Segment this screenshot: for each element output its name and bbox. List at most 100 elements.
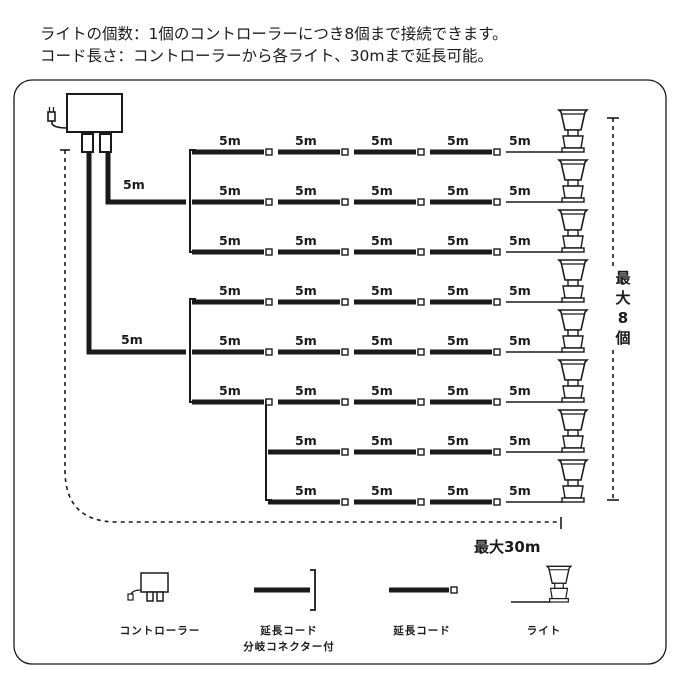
- connector-square: [493, 448, 501, 456]
- legend-branch-cord-label-1: 延長コード: [259, 624, 318, 637]
- cord-row-5: 5m 5m 5m 5m 5m: [192, 333, 563, 356]
- power-plug-icon: [47, 107, 68, 129]
- connector-square: [417, 498, 425, 506]
- connector-square: [341, 198, 349, 206]
- garden-light-icon: [557, 309, 589, 353]
- legend-extension-cord-icon: [389, 586, 458, 594]
- connector-square: [417, 448, 425, 456]
- segment-label: 5m: [447, 233, 469, 248]
- garden-light-icon: [557, 159, 589, 203]
- legend-light-label: ライト: [527, 625, 562, 637]
- segment-label: 5m: [447, 433, 469, 448]
- legend-controller-icon: [127, 572, 169, 602]
- segment-label: 5m: [509, 433, 531, 448]
- garden-light-icon: [557, 359, 589, 403]
- segment-label: 5m: [509, 333, 531, 348]
- lights-column: [557, 109, 589, 503]
- segment-label: 5m: [371, 483, 393, 498]
- max-count-char-2: 大: [615, 289, 630, 307]
- connector-square: [493, 298, 501, 306]
- max-length-guide: [64, 150, 561, 523]
- segment-label: 5m: [295, 233, 317, 248]
- legend-light-shape: [545, 565, 573, 603]
- connector-square: [265, 198, 273, 206]
- garden-light-icon: [557, 459, 589, 503]
- segment-label: 5m: [219, 283, 241, 298]
- garden-light-icon: [557, 209, 589, 253]
- connector-square: [417, 348, 425, 356]
- connector-square: [417, 148, 425, 156]
- diagram-frame: [13, 79, 667, 665]
- segment-label: 5m: [509, 483, 531, 498]
- garden-light-icon: [557, 409, 589, 453]
- segment-label: 5m: [295, 133, 317, 148]
- segment-label: 5m: [219, 383, 241, 398]
- max-count-char-1: 最: [615, 269, 631, 287]
- segment-label: 5m: [295, 283, 317, 298]
- legend-branch-cord-icon: [254, 569, 316, 611]
- segment-label: 5m: [509, 183, 531, 198]
- segment-label: 5m: [295, 433, 317, 448]
- segment-label: 5m: [371, 233, 393, 248]
- max-count-char-3: 8: [618, 309, 628, 327]
- header-cord-length-text: コード長さ：コントローラーから各ライト、30mまで延長可能。: [40, 47, 494, 65]
- connector-square: [493, 398, 501, 406]
- cord-row-3: 5m 5m 5m 5m 5m: [192, 233, 563, 256]
- connector-square: [493, 198, 501, 206]
- connector-square: [493, 498, 501, 506]
- connector-square: [265, 398, 273, 406]
- segment-label: 5m: [509, 383, 531, 398]
- legend-extension-cord-label: 延長コード: [392, 624, 451, 637]
- segment-label: 5m: [371, 333, 393, 348]
- legend-branch-cord-label-2: 分岐コネクター付: [243, 640, 335, 653]
- max-count-char-4: 個: [614, 329, 630, 347]
- connector-square: [493, 148, 501, 156]
- segment-label: 5m: [371, 133, 393, 148]
- legend-light-icon: [511, 565, 573, 603]
- connector-square: [341, 148, 349, 156]
- connector-square: [265, 348, 273, 356]
- segment-label: 5m: [219, 183, 241, 198]
- segment-label: 5m: [295, 183, 317, 198]
- connector-square: [341, 398, 349, 406]
- segment-label: 5m: [295, 383, 317, 398]
- connector-square: [341, 248, 349, 256]
- connector-square: [417, 248, 425, 256]
- legend: コントローラー 延長コード 分岐コネクター付 延長コード ライト: [120, 565, 573, 653]
- segment-label: 5m: [509, 283, 531, 298]
- cord-row-6: 5m 5m 5m 5m 5m: [192, 383, 563, 406]
- segment-label: 5m: [371, 283, 393, 298]
- segment-label: 5m: [371, 433, 393, 448]
- segment-label: 5m: [447, 333, 469, 348]
- connector-square: [265, 248, 273, 256]
- trunk-label-2: 5m: [121, 332, 143, 347]
- connector-square: [493, 348, 501, 356]
- connector-square: [265, 298, 273, 306]
- connector-square: [341, 348, 349, 356]
- segment-label: 5m: [219, 233, 241, 248]
- max-length-label: 最大30m: [474, 538, 541, 556]
- garden-light-icon: [557, 259, 589, 303]
- segment-label: 5m: [509, 133, 531, 148]
- cord-row-7: 5m 5m 5m 5m: [268, 433, 563, 456]
- segment-label: 5m: [219, 333, 241, 348]
- connector-square: [341, 498, 349, 506]
- garden-light-icon: [557, 109, 589, 153]
- connector-square: [341, 298, 349, 306]
- segment-label: 5m: [447, 383, 469, 398]
- connector-square: [417, 398, 425, 406]
- segment-label: 5m: [295, 333, 317, 348]
- connector-square: [417, 298, 425, 306]
- legend-controller-label: コントローラー: [120, 625, 201, 637]
- segment-label: 5m: [447, 133, 469, 148]
- segment-label: 5m: [371, 383, 393, 398]
- header-light-count-text: ライトの個数：1個のコントローラーにつき8個まで接続できます。: [40, 25, 508, 43]
- segment-label: 5m: [509, 233, 531, 248]
- segment-label: 5m: [371, 183, 393, 198]
- segment-label: 5m: [295, 483, 317, 498]
